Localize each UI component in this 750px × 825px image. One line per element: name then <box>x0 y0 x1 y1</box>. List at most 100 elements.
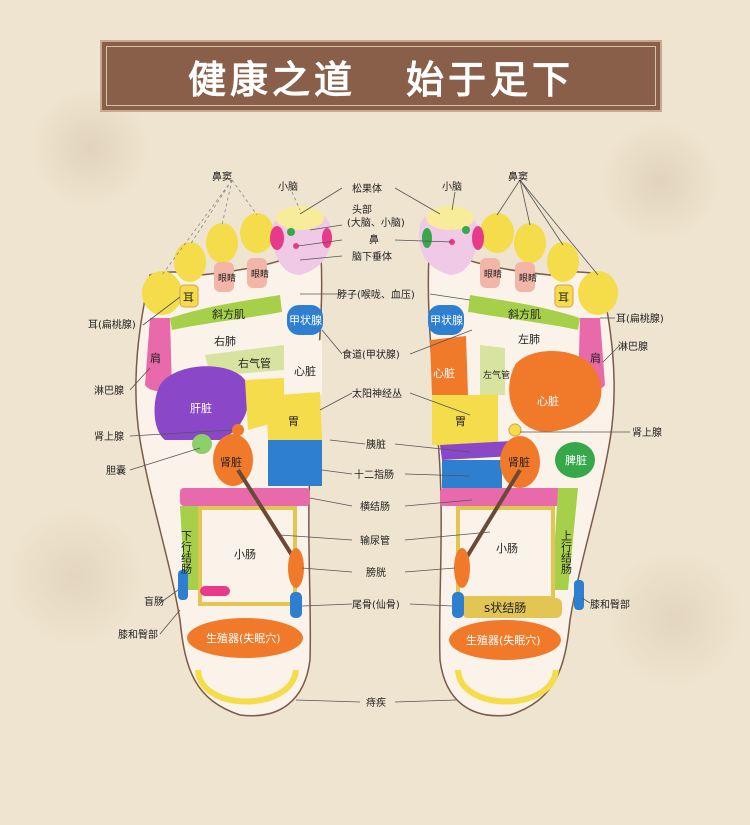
label-bladder: 膀胱 <box>366 566 386 579</box>
right-label-cerebellum: 小脑 <box>442 180 462 193</box>
left-foot: 耳 眼睛 眼睛 斜方肌 右肺 右气管 甲状腺 心脏 肝脏 肾脏 胃 下行结肠 小… <box>135 206 332 717</box>
left-heart-label: 心脏 <box>294 365 316 378</box>
right-label-ear-tonsil: 耳(扁桃腺) <box>616 312 664 325</box>
left-eye-base-1 <box>214 262 234 292</box>
left-genitals-label: 生殖器(失眠穴) <box>206 631 281 645</box>
right-genitals <box>449 620 561 660</box>
left-thyroid-label: 甲状腺 <box>289 313 322 327</box>
right-eye-base-1 <box>480 258 500 288</box>
right-shoulder-label: 肩 <box>590 351 601 365</box>
right-coccyx <box>452 592 464 618</box>
right-sigmoid <box>462 598 562 618</box>
left-side-labels: 鼻窦 小脑 耳(扁桃腺) 淋巴腺 肾上腺 胆囊 盲肠 膝和臀部 <box>88 170 298 641</box>
right-heel-arc <box>455 669 559 705</box>
right-trapezius-label: 斜方肌 <box>508 307 541 321</box>
right-toe-2 <box>480 213 514 253</box>
right-sinus-dot <box>462 226 470 234</box>
left-coccyx <box>290 592 302 618</box>
right-ascending-colon <box>552 488 578 590</box>
label-neck: 脖子(喉咙、血压) <box>337 288 415 301</box>
left-label-cerebellum: 小脑 <box>278 180 298 193</box>
right-knee <box>574 580 584 610</box>
left-trapezius <box>170 295 282 330</box>
left-toe-2 <box>240 213 274 253</box>
right-kidney-label: 肾脏 <box>508 456 530 469</box>
right-sigmoid-label: s状结肠 <box>484 601 526 615</box>
left-ear-label: 耳 <box>183 291 194 304</box>
left-descending-colon <box>180 506 200 590</box>
right-eye-base-2 <box>515 262 535 292</box>
right-adrenal <box>508 423 522 437</box>
left-stomach-label: 胃 <box>288 415 299 428</box>
center-labels: 松果体 头部 (大脑、小脑) 鼻 脑下垂体 脖子(喉咙、血压) 食道(甲状腺) … <box>337 182 415 709</box>
label-head-sub: (大脑、小脑) <box>347 216 405 229</box>
right-spleen <box>555 442 595 478</box>
right-ascending-label: 上行结肠 <box>560 530 573 575</box>
left-small-intestine-label: 小肠 <box>234 548 256 561</box>
left-bladder <box>288 548 304 588</box>
left-label-caecum: 盲肠 <box>144 595 164 608</box>
right-thyroid <box>428 305 464 335</box>
right-transverse-colon <box>440 488 575 506</box>
right-heart-big <box>509 351 602 432</box>
label-coccyx: 尾骨(仙骨) <box>352 598 400 611</box>
label-pancreas: 胰脏 <box>366 438 386 451</box>
right-label-knee: 膝和臀部 <box>590 598 630 611</box>
right-big-toe-top <box>426 206 474 230</box>
label-head: 头部 <box>352 203 372 216</box>
right-big-toe-green <box>422 228 432 248</box>
left-big-toe-pink <box>270 226 284 250</box>
right-bladder <box>454 548 470 588</box>
right-lung-label: 左肺 <box>518 333 540 346</box>
left-caecum <box>178 570 188 600</box>
right-label-sinus: 鼻窦 <box>508 170 528 183</box>
left-trachea <box>205 345 284 376</box>
left-transverse-colon <box>180 488 310 506</box>
left-adrenal <box>232 424 244 436</box>
right-label-adrenal: 肾上腺 <box>632 426 662 439</box>
right-ear-label: 耳 <box>558 291 569 304</box>
label-esophagus: 食道(甲状腺) <box>342 348 400 361</box>
right-toe-3 <box>514 223 546 263</box>
right-duodenum <box>442 460 502 488</box>
left-label-knee: 膝和臀部 <box>118 628 158 641</box>
right-side-labels: 小脑 鼻窦 耳(扁桃腺) 淋巴腺 肾上腺 膝和臀部 <box>442 170 664 611</box>
right-toe-5 <box>578 271 618 315</box>
left-duodenum <box>268 440 322 486</box>
left-eye2-label: 眼睛 <box>251 269 269 280</box>
left-nose-dot <box>293 243 299 249</box>
left-lung <box>172 312 284 356</box>
banner-left-text: 健康之道 <box>187 57 356 102</box>
label-pituitary: 脑下垂体 <box>352 250 392 263</box>
left-toe-4 <box>174 242 206 282</box>
right-ureter <box>463 468 522 562</box>
left-genitals <box>187 618 303 658</box>
right-big-toe-pink <box>472 226 484 250</box>
left-eye-base-2 <box>247 258 267 288</box>
right-eye2-label: 眼睛 <box>519 273 537 284</box>
left-shoulder-label: 肩 <box>150 351 161 365</box>
right-foot: 眼睛 眼睛 耳 斜方肌 甲状腺 左肺 左气管 心脏 心脏 胃 肾脏 脾脏 上行结… <box>419 206 618 717</box>
left-kidney-label: 肾脏 <box>220 456 242 469</box>
left-label-ear-tonsil: 耳(扁桃腺) <box>88 318 136 331</box>
left-heart <box>285 340 322 395</box>
left-big-toe-pink2 <box>322 228 332 248</box>
right-kidney <box>500 436 540 488</box>
right-label-lymph: 淋巴腺 <box>618 340 648 353</box>
left-label-sinus: 鼻窦 <box>212 170 232 183</box>
left-liver-label: 肝脏 <box>190 402 212 415</box>
label-transverse-colon: 横结肠 <box>360 500 390 513</box>
left-liver <box>154 366 249 440</box>
right-stomach-label: 胃 <box>455 415 466 428</box>
right-trachea-label: 左气管 <box>483 369 510 381</box>
left-label-gallbladder: 胆囊 <box>106 464 126 477</box>
left-label-adrenal: 肾上腺 <box>94 430 124 443</box>
banner-right-text: 始于足下 <box>406 57 575 102</box>
left-trapezius-label: 斜方肌 <box>212 307 245 321</box>
left-label-lymph: 淋巴腺 <box>94 384 124 397</box>
right-ear-base <box>554 284 574 308</box>
left-ureter <box>236 468 297 562</box>
label-solar-plexus: 太阳神经丛 <box>352 387 402 400</box>
